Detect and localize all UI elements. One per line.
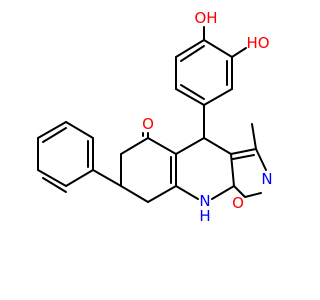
bond: [175, 137, 205, 155]
bond: [180, 84, 205, 100]
bond: [175, 185, 199, 200]
bond: [65, 169, 94, 187]
bond: [37, 169, 67, 187]
molecule-drawing: OH HO O N O N H: [37, 9, 273, 225]
bond: [230, 148, 257, 155]
bond: [203, 88, 233, 106]
bond: [120, 185, 149, 203]
bond: [147, 137, 177, 155]
bond: [251, 123, 257, 150]
bond: [92, 169, 122, 187]
bond: [211, 185, 235, 200]
bond: [233, 185, 246, 198]
bond: [231, 47, 247, 58]
ketone-oxygen-label: O: [142, 115, 154, 133]
bond: [147, 185, 177, 203]
structure-canvas: OH HO O N O N H: [37, 9, 273, 225]
amine-h-label: H: [199, 207, 210, 225]
atom-labels: OH HO O N O N H: [142, 9, 273, 225]
bond: [65, 121, 94, 139]
bond: [175, 88, 205, 106]
bond: [120, 137, 149, 155]
hydroxyl-oh-label: OH: [194, 9, 217, 27]
bond: [180, 45, 205, 62]
bond: [42, 177, 67, 193]
ring-nitrogen-label: N: [261, 170, 272, 188]
bond: [244, 192, 262, 198]
bond: [255, 148, 267, 171]
bond: [230, 153, 235, 187]
bond: [175, 39, 205, 58]
bonds: [37, 26, 267, 203]
bond: [37, 121, 67, 139]
bond: [232, 154, 255, 160]
ring-oxygen-label: O: [232, 194, 244, 212]
bond: [42, 127, 67, 143]
bond: [203, 39, 233, 58]
bond: [203, 137, 232, 155]
hydroxyl-ho-label: HO: [246, 34, 269, 52]
amine-n-label: N: [199, 192, 210, 210]
